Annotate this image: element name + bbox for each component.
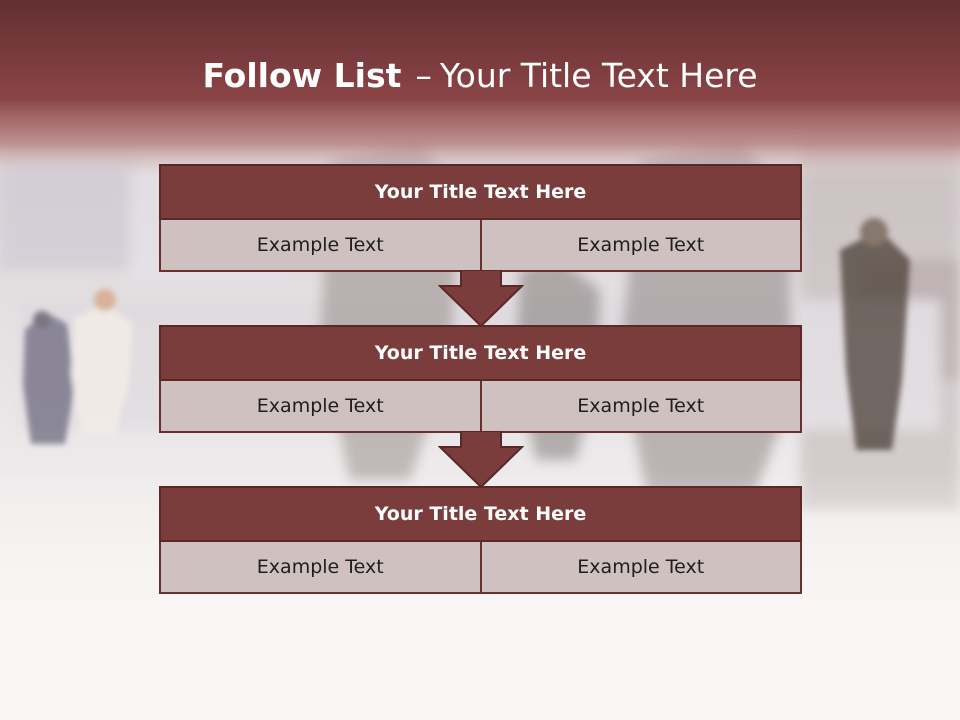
block-title: Your Title Text Here <box>159 486 802 542</box>
block-cell-right: Example Text <box>479 220 802 272</box>
block-title: Your Title Text Here <box>159 325 802 381</box>
list-block: Your Title Text Here Example Text Exampl… <box>159 325 802 433</box>
list-block: Your Title Text Here Example Text Exampl… <box>159 486 802 594</box>
title-bold-part: Follow List <box>202 56 402 95</box>
down-arrow-icon <box>438 431 524 489</box>
block-row: Example Text Example Text <box>159 220 802 272</box>
block-cell-right: Example Text <box>479 381 802 433</box>
block-cell-right: Example Text <box>479 542 802 594</box>
block-row: Example Text Example Text <box>159 542 802 594</box>
block-cell-left: Example Text <box>159 220 482 272</box>
block-title: Your Title Text Here <box>159 164 802 220</box>
title-rest-part: Your Title Text Here <box>439 56 758 95</box>
block-cell-left: Example Text <box>159 542 482 594</box>
down-arrow-icon <box>438 270 524 328</box>
block-cell-left: Example Text <box>159 381 482 433</box>
block-row: Example Text Example Text <box>159 381 802 433</box>
slide-title: Follow List–Your Title Text Here <box>0 55 960 97</box>
title-dash: – <box>415 56 432 95</box>
list-block: Your Title Text Here Example Text Exampl… <box>159 164 802 272</box>
